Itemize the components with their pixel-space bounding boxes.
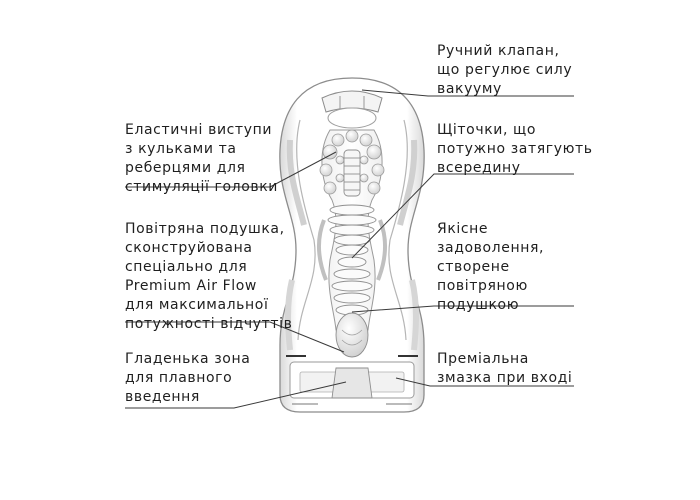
callout-nubs-line-3: реберцями для (125, 160, 246, 176)
callout-valve-line-2: що регулює силу (437, 62, 573, 78)
callout-satisfaction-line-2: задоволення, (437, 240, 545, 256)
callout-air-cushion-line-6: потужності відчуттів (125, 316, 293, 332)
callout-air-cushion: Повітряна подушка, сконструйована спеціа… (125, 220, 293, 334)
callout-smooth-zone-line-1: Гладенька зона (125, 351, 251, 367)
callout-air-cushion-line-4: Premium Air Flow (125, 278, 257, 294)
leader-lubricant (395, 377, 574, 387)
callout-nubs-line-4: стимуляції головки (125, 179, 278, 195)
valve-cap (321, 90, 383, 113)
callout-nubs-line-1: Еластичні виступи (125, 122, 273, 138)
callout-valve: Ручний клапан, що регулює силу вакууму (437, 42, 572, 99)
callout-valve-line-1: Ручний клапан, (437, 43, 560, 59)
callout-smooth-zone: Гладенька зона для плавного введення (125, 350, 250, 407)
callout-lubricant-line-2: змазка при вході (437, 370, 573, 386)
callout-satisfaction-line-5: подушкою (437, 297, 520, 313)
leader-smooth-zone (125, 381, 347, 409)
callout-smooth-zone-line-2: для плавного (125, 370, 233, 386)
callout-satisfaction-line-3: створене (437, 259, 510, 275)
callout-satisfaction: Якісне задоволення, створене повітряною … (437, 220, 544, 315)
callout-valve-line-3: вакууму (437, 81, 502, 97)
leader-air-cushion (125, 321, 345, 353)
leader-nubs (125, 151, 337, 188)
callout-lubricant-line-1: Преміальна (437, 351, 529, 367)
callout-brushes-line-1: Щіточки, що (437, 122, 537, 138)
callout-air-cushion-line-2: сконструйована (125, 240, 253, 256)
callout-smooth-zone-line-3: введення (125, 389, 200, 405)
callout-brushes-line-3: всередину (437, 160, 521, 176)
callout-air-cushion-line-1: Повітряна подушка, (125, 221, 285, 237)
leader-satisfaction (351, 305, 574, 313)
leader-valve (361, 89, 574, 97)
callout-brushes-line-2: потужно затягують (437, 141, 593, 157)
leader-lines (125, 89, 574, 409)
nubs-cluster (319, 129, 385, 195)
leader-brushes (351, 173, 574, 259)
callout-air-cushion-line-5: для максимальної (125, 297, 269, 313)
callout-satisfaction-line-1: Якісне (437, 221, 489, 237)
callout-lubricant: Преміальна змазка при вході (437, 350, 572, 388)
callout-nubs-line-2: з кульками та (125, 141, 237, 157)
callout-nubs: Еластичні виступи з кульками та реберцям… (125, 121, 278, 197)
ribbed-core (343, 149, 361, 197)
callout-satisfaction-line-4: повітряною (437, 278, 528, 294)
entrance-opening (331, 367, 373, 399)
callout-brushes: Щіточки, що потужно затягують всередину (437, 121, 593, 178)
brush-ribs (327, 204, 377, 316)
callout-air-cushion-line-3: спеціально для (125, 259, 248, 275)
